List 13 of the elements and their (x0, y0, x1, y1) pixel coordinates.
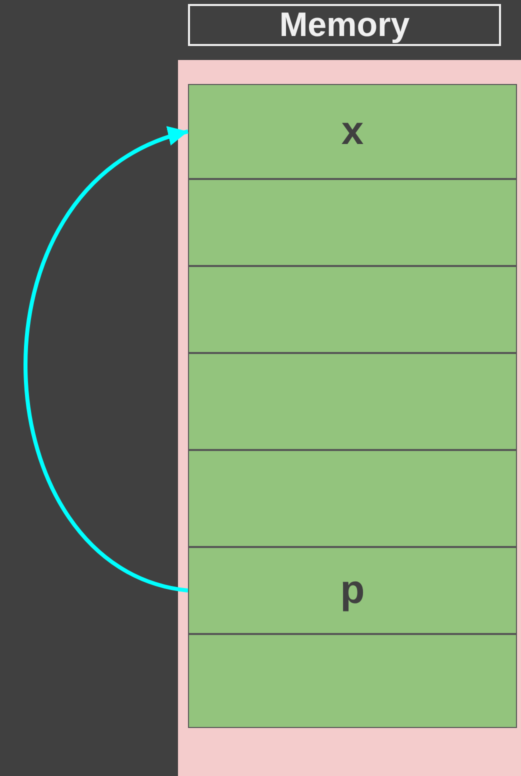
memory-cell (188, 634, 517, 728)
memory-cell (188, 547, 517, 634)
title-box (188, 4, 501, 46)
variable-name: p (340, 568, 365, 613)
memory-panel (178, 60, 521, 776)
memory-cell (188, 266, 517, 353)
memory-cell (188, 450, 517, 547)
memory-cell (188, 84, 517, 179)
memory-cell (188, 179, 517, 266)
title-text: Memory (279, 6, 410, 44)
arrow (24, 129, 189, 592)
memory-cell (188, 353, 517, 450)
variable-name: x (341, 109, 364, 154)
